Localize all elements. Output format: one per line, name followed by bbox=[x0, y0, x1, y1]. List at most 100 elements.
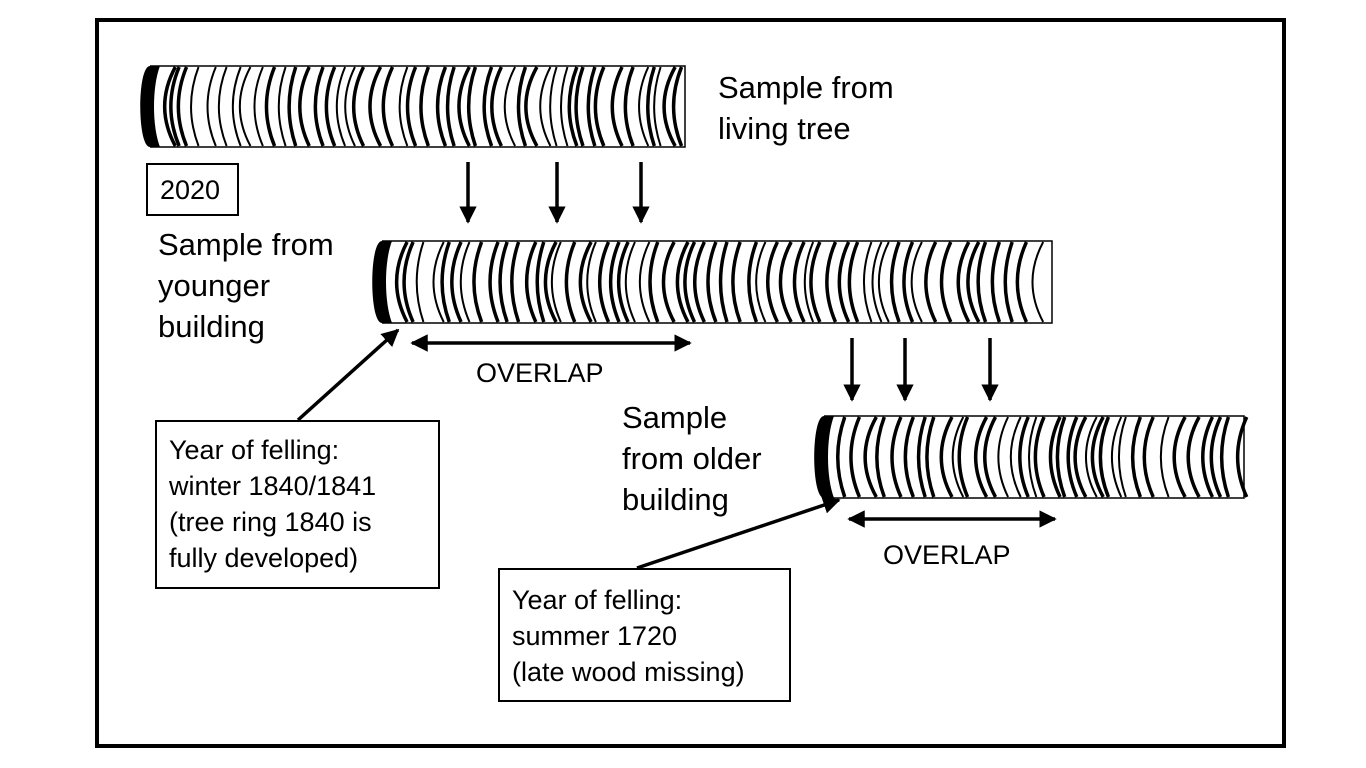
tree-ring bbox=[956, 241, 971, 323]
living-tree-core-sample bbox=[140, 65, 686, 148]
bark-edge bbox=[814, 416, 834, 498]
tree-ring bbox=[457, 66, 471, 147]
tree-ring bbox=[510, 241, 521, 323]
tree-ring bbox=[809, 241, 822, 323]
tree-ring bbox=[939, 416, 954, 498]
living-tree-label-line-2: living tree bbox=[718, 111, 851, 146]
tree-ring bbox=[889, 241, 901, 323]
tree-ring bbox=[837, 241, 851, 323]
tree-ring bbox=[849, 416, 862, 498]
tree-ring bbox=[862, 241, 873, 323]
tree-ring bbox=[450, 241, 463, 323]
tree-ring bbox=[957, 416, 970, 498]
felling-note-older: Year of felling: summer 1720 (late wood … bbox=[498, 568, 791, 702]
living-tree-label-line-1: Sample from bbox=[718, 70, 894, 105]
tree-ring bbox=[675, 241, 690, 323]
tree-ring bbox=[662, 66, 677, 147]
tree-ring bbox=[902, 241, 915, 323]
tree-ring bbox=[516, 66, 528, 147]
tree-ring bbox=[871, 241, 883, 323]
tree-ring bbox=[298, 66, 311, 147]
felling-pointer-older bbox=[636, 496, 841, 570]
tree-ring bbox=[402, 241, 415, 323]
tree-ring bbox=[951, 416, 965, 498]
older-building-label-line-2: from older bbox=[622, 441, 762, 476]
core-outline bbox=[824, 415, 1245, 499]
tree-ring bbox=[1159, 416, 1170, 498]
tree-ring bbox=[646, 66, 656, 147]
tree-ring bbox=[692, 241, 706, 323]
felling-note-younger-line-1: Year of felling: bbox=[169, 435, 340, 465]
tree-ring bbox=[394, 241, 409, 323]
tree-ring bbox=[1027, 416, 1038, 498]
tree-ring bbox=[217, 66, 228, 147]
younger-building-label-line-1: Sample from bbox=[158, 227, 334, 262]
felling-note-younger-line-3: (tree ring 1840 is bbox=[169, 507, 372, 537]
tree-ring bbox=[344, 66, 356, 147]
core-outline bbox=[382, 240, 1053, 324]
tree-ring bbox=[877, 241, 890, 323]
tree-ring bbox=[1073, 416, 1088, 498]
older-building-core-sample bbox=[814, 415, 1249, 499]
bark-edge bbox=[140, 66, 160, 147]
tree-ring bbox=[1172, 416, 1187, 498]
tree-ring bbox=[638, 241, 651, 323]
diagram-frame bbox=[95, 18, 1286, 748]
tree-ring bbox=[435, 66, 448, 147]
tree-ring bbox=[925, 416, 936, 498]
tree-ring bbox=[792, 241, 806, 323]
tree-ring bbox=[567, 66, 579, 147]
bark-edge bbox=[372, 241, 392, 323]
tree-ring bbox=[1066, 416, 1079, 498]
tree-ring bbox=[550, 241, 562, 323]
tree-ring bbox=[206, 66, 217, 147]
tree-ring bbox=[405, 66, 418, 147]
tree-ring bbox=[1186, 416, 1201, 498]
tree-ring bbox=[535, 241, 546, 323]
tree-ring bbox=[916, 416, 927, 498]
tree-ring bbox=[398, 66, 409, 147]
felling-note-younger: Year of felling: winter 1840/1841 (tree … bbox=[155, 420, 440, 589]
tree-ring bbox=[765, 241, 779, 323]
tree-ring bbox=[335, 66, 346, 147]
tree-ring bbox=[608, 241, 621, 323]
tree-ring bbox=[875, 416, 886, 498]
tree-ring bbox=[1009, 416, 1022, 498]
tree-ring bbox=[381, 66, 395, 147]
tree-ring bbox=[1235, 416, 1249, 498]
tree-ring bbox=[162, 66, 177, 147]
tree-ring bbox=[863, 416, 878, 498]
tree-ring bbox=[1018, 416, 1030, 498]
tree-ring bbox=[718, 241, 729, 323]
tree-ring bbox=[1055, 416, 1067, 498]
tree-ring bbox=[574, 66, 585, 147]
tree-ring bbox=[503, 66, 516, 147]
tree-ring bbox=[1015, 241, 1029, 323]
tree-ring bbox=[415, 241, 425, 323]
tree-ring bbox=[1130, 416, 1143, 498]
felling-pointer-younger bbox=[296, 328, 400, 422]
tree-ring bbox=[445, 66, 456, 147]
tree-ring bbox=[586, 241, 597, 323]
tree-ring bbox=[488, 241, 500, 323]
tree-ring bbox=[440, 241, 451, 323]
tree-ring bbox=[324, 66, 337, 147]
tree-ring bbox=[459, 241, 471, 323]
tree-ring bbox=[564, 241, 577, 323]
felling-note-older-line-2: summer 1720 bbox=[512, 621, 678, 651]
tree-ring bbox=[578, 241, 593, 323]
tree-ring bbox=[419, 66, 431, 147]
tree-ring bbox=[653, 66, 662, 147]
tree-ring bbox=[610, 66, 624, 147]
tree-ring bbox=[731, 241, 742, 323]
tree-ring bbox=[560, 66, 569, 147]
core-outline bbox=[150, 65, 686, 148]
younger-building-label: Sample from younger building bbox=[158, 224, 334, 347]
younger-building-label-line-3: building bbox=[158, 309, 265, 344]
year-2020-text: 2020 bbox=[160, 175, 221, 205]
tree-ring bbox=[623, 66, 635, 147]
tree-ring bbox=[287, 66, 298, 147]
older-building-label: Sample from older building bbox=[622, 397, 762, 520]
tree-ring bbox=[176, 66, 189, 147]
